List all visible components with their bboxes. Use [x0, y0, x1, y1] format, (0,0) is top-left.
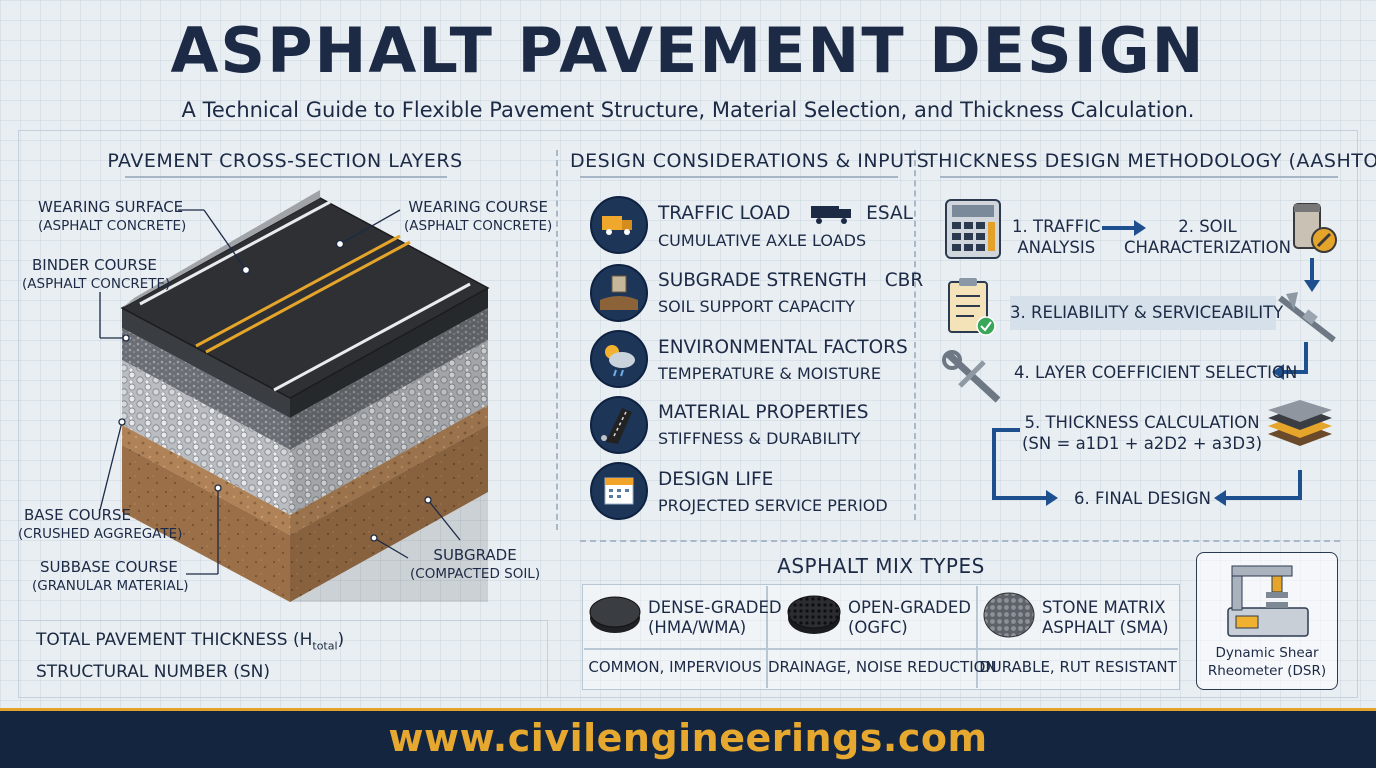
- soil-sample-icon: [590, 264, 648, 322]
- arrow-right-icon: [1102, 220, 1146, 236]
- methodology-heading: THICKNESS DESIGN METHODOLOGY (AASHTO): [926, 150, 1376, 172]
- open-graded-sample-icon: [787, 595, 841, 634]
- flow-loop-arrows: [992, 428, 1302, 506]
- consideration-sub-material: STIFFNESS & DURABILITY: [658, 429, 861, 448]
- step-1-traffic-analysis: 1. TRAFFIC ANALYSIS: [1012, 217, 1101, 257]
- calendar-icon: [590, 462, 648, 520]
- consideration-title-material: MATERIAL PROPERTIES: [658, 402, 869, 423]
- dense-graded-sample-icon: [589, 596, 641, 633]
- mix-sma-title: STONE MATRIX ASPHALT (SMA): [1042, 598, 1169, 637]
- consideration-sub-traffic: CUMULATIVE AXLE LOADS: [658, 231, 867, 250]
- checklist-icon: [948, 278, 996, 336]
- footer-url[interactable]: www.civilengineerings.com: [388, 716, 988, 760]
- arrow-down-icon: [1304, 258, 1320, 292]
- footer-bar: [0, 708, 1376, 768]
- label-subgrade: SUBGRADE (COMPACTED SOIL): [410, 546, 541, 582]
- mix-open-desc: DRAINAGE, NOISE REDUCTION: [768, 658, 997, 676]
- cross-section-underline: [125, 176, 447, 178]
- mix-divider-v1: [766, 586, 768, 688]
- consideration-sub-life: PROJECTED SERVICE PERIOD: [658, 496, 888, 515]
- soil-core-icon: [1293, 203, 1337, 253]
- dsr-label: Dynamic Shear Rheometer (DSR): [1207, 645, 1327, 679]
- pavement-block-illustration: [99, 190, 490, 602]
- road-material-icon: [590, 396, 648, 454]
- structural-number-text: STRUCTURAL NUMBER (SN): [36, 662, 270, 682]
- consideration-title-subgrade: SUBGRADE STRENGTH CBR: [658, 270, 924, 291]
- label-base-course: BASE COURSE (CRUSHED AGGREGATE): [18, 506, 183, 542]
- consideration-title-traffic: TRAFFIC LOAD ESAL: [658, 203, 913, 224]
- layer-stack-icon: [1268, 400, 1332, 446]
- page-title: ASPHALT PAVEMENT DESIGN: [170, 14, 1206, 87]
- label-wearing-surface: WEARING SURFACE (ASPHALT CONCRETE): [38, 198, 187, 234]
- mix-dense-desc: COMMON, IMPERVIOUS: [588, 658, 762, 676]
- mix-sma-desc: DURABLE, RUT RESISTANT: [979, 658, 1177, 676]
- sma-sample-icon: [983, 592, 1035, 638]
- consideration-title-life: DESIGN LIFE: [658, 469, 774, 490]
- step-2-soil-characterization: 2. SOIL CHARACTERIZATION: [1124, 217, 1291, 257]
- page-subtitle: A Technical Guide to Flexible Pavement S…: [181, 98, 1195, 122]
- arrow-bend-left-icon: [1272, 342, 1308, 380]
- mix-divider-h: [584, 648, 1178, 650]
- divider-horizontal: [580, 540, 1340, 542]
- methodology-underline: [940, 176, 1338, 178]
- considerations-underline: [580, 176, 898, 178]
- weather-icon: [590, 330, 648, 388]
- totals-box: [18, 620, 548, 698]
- total-thickness-text: TOTAL PAVEMENT THICKNESS (Htotal): [36, 630, 345, 653]
- step-5-thickness-calculation: 5. THICKNESS CALCULATION (SN = a1D1 + a2…: [1022, 413, 1263, 453]
- mix-dense-title: DENSE-GRADED (HMA/WMA): [648, 598, 782, 637]
- calculator-icon: [945, 199, 1001, 259]
- divider-right: [914, 150, 916, 520]
- consideration-sub-environment: TEMPERATURE & MOISTURE: [658, 364, 881, 383]
- divider-left: [556, 150, 558, 530]
- step-4-layer-coefficient: 4. LAYER COEFFICIENT SELECTION: [1014, 363, 1298, 382]
- label-binder-course: BINDER COURSE (ASPHALT CONCRETE): [22, 256, 171, 292]
- caliper-icon: [1278, 292, 1336, 343]
- main-frame: [18, 130, 1358, 698]
- truck-small-icon: [811, 206, 852, 224]
- step-3-reliability: 3. RELIABILITY & SERVICEABILITY: [1010, 296, 1283, 330]
- label-subbase-course: SUBBASE COURSE (GRANULAR MATERIAL): [32, 558, 189, 594]
- mix-types-table: [582, 584, 1180, 690]
- consideration-sub-subgrade: SOIL SUPPORT CAPACITY: [658, 297, 855, 316]
- mix-types-heading: ASPHALT MIX TYPES: [777, 554, 985, 578]
- wrench-icon: [942, 350, 1001, 403]
- considerations-heading: DESIGN CONSIDERATIONS & INPUTS: [570, 150, 930, 172]
- step-6-final-design: 6. FINAL DESIGN: [1074, 489, 1212, 508]
- mix-open-title: OPEN-GRADED (OGFC): [848, 598, 971, 637]
- label-wearing-course: WEARING COURSE (ASPHALT CONCRETE): [404, 198, 553, 234]
- mix-divider-v2: [976, 586, 978, 688]
- consideration-title-environment: ENVIRONMENTAL FACTORS: [658, 337, 908, 358]
- rheometer-icon: [1227, 565, 1309, 637]
- truck-icon: [590, 196, 648, 254]
- cross-section-heading: PAVEMENT CROSS-SECTION LAYERS: [107, 150, 463, 172]
